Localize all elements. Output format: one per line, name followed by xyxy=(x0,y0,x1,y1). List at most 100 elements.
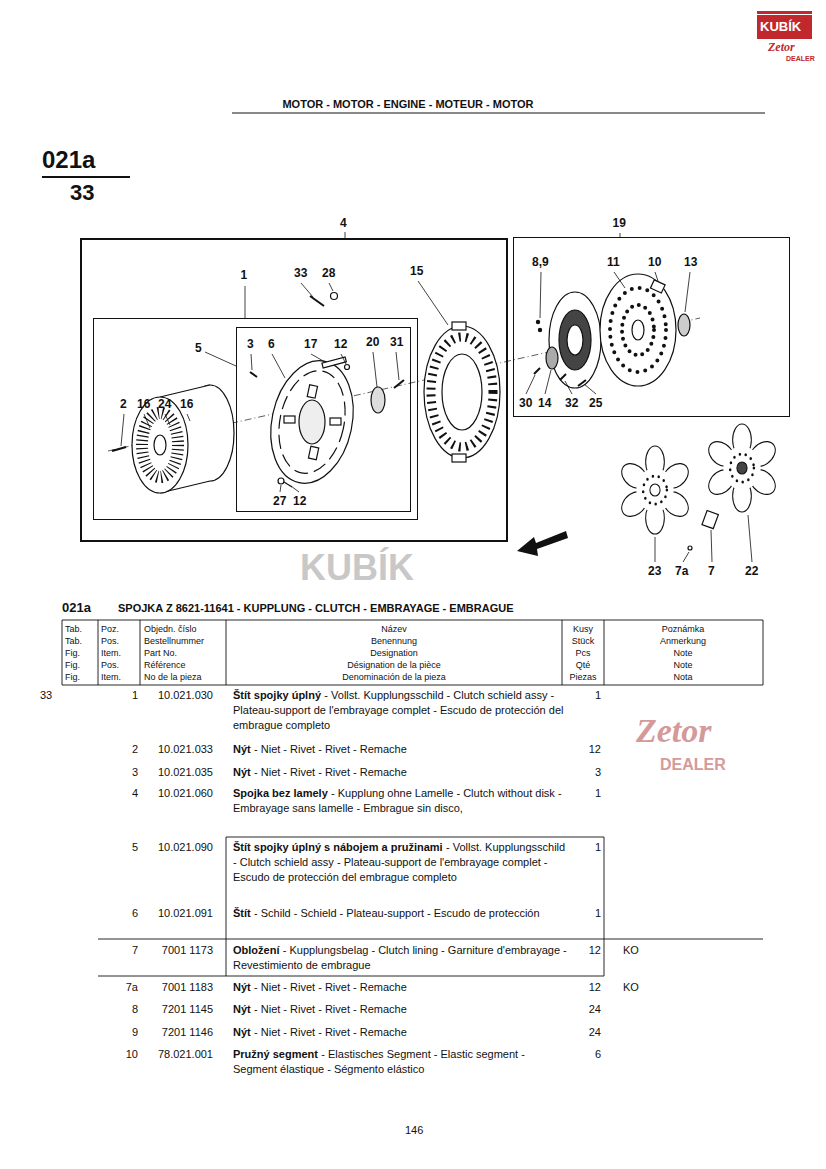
label-box: 3 xyxy=(132,765,138,780)
leader-line xyxy=(685,272,690,312)
label-box: Štít spojky úplný s nábojem a pružinami-… xyxy=(233,840,568,885)
label-box: 14 xyxy=(538,396,551,410)
part-description: - Schild - Schield - Plateau-support - E… xyxy=(254,907,540,919)
callout-number: 5 xyxy=(195,341,202,355)
watermark: DEALER xyxy=(660,756,726,773)
label-box: 10.021.091 xyxy=(158,906,213,921)
part-name: Spojka bez lamely xyxy=(233,787,328,799)
clutch-disc xyxy=(536,320,539,323)
callout-number: 12 xyxy=(334,337,347,351)
table-rule xyxy=(98,939,763,940)
clutch-shield xyxy=(284,416,295,423)
clutch-shield xyxy=(310,296,324,306)
label-box: 12 xyxy=(589,943,601,958)
column-header: Fig. xyxy=(65,660,80,670)
label-box: 5 xyxy=(132,840,138,855)
leader-line xyxy=(655,272,658,281)
label-box: Fig. xyxy=(65,648,80,659)
callout-number: 7a xyxy=(675,564,688,578)
label-box: 10.021.033 xyxy=(158,742,213,757)
table-rule xyxy=(226,837,227,976)
label-box: 7201 1146 xyxy=(162,1025,213,1040)
column-header: Fig. xyxy=(65,672,80,682)
leader-line xyxy=(683,552,689,562)
label-box: 17 xyxy=(304,337,317,351)
label-box: 1 xyxy=(595,906,601,921)
quantity: 12 xyxy=(589,981,601,993)
section-number: 021a xyxy=(42,146,95,173)
logo-text: Zetor xyxy=(768,40,795,54)
item-number: 7a xyxy=(126,981,138,993)
label-box: 7001 1173 xyxy=(162,943,213,958)
part-name: Štít spojky úplný xyxy=(233,689,321,701)
column-header: Objedn. číslo xyxy=(144,624,197,634)
pressure-plate-drum xyxy=(112,447,126,451)
label-box: 6 xyxy=(595,1047,601,1062)
pressure-plate-drum xyxy=(142,413,178,477)
leader-line xyxy=(291,486,299,492)
clutch-disc xyxy=(600,274,676,386)
clutch-shield xyxy=(278,478,284,484)
callout-number: 22 xyxy=(745,564,758,578)
label-box: KO xyxy=(623,980,639,995)
label-box: 78.021.001 xyxy=(158,1047,213,1062)
clutch-shield xyxy=(371,387,385,413)
group-frame: 5 xyxy=(236,327,411,512)
label-box: Zetor xyxy=(768,40,795,54)
part-number: 10.021.090 xyxy=(158,841,213,853)
label-box: Anmerkung xyxy=(608,636,758,647)
clutch-disc xyxy=(622,305,654,355)
item-number: 3 xyxy=(132,766,138,778)
label-box: 7a xyxy=(126,980,138,995)
label-box: 021a xyxy=(42,146,95,174)
leader-line xyxy=(280,485,281,492)
part-name: Štít xyxy=(233,907,251,919)
table-rule xyxy=(140,620,141,685)
leader-line xyxy=(748,515,752,562)
label-box: 7 xyxy=(708,564,715,578)
label-box: Référence xyxy=(144,660,186,671)
leader-line xyxy=(418,281,448,325)
clutch-disc xyxy=(534,274,690,388)
label-box: 24 xyxy=(589,1025,601,1040)
column-header: Tab. xyxy=(65,636,82,646)
label-box: DEALER xyxy=(660,756,726,774)
label-box: 12 xyxy=(589,980,601,995)
item-number: 6 xyxy=(132,907,138,919)
column-header: Pcs xyxy=(575,648,590,658)
column-header: Designation xyxy=(370,648,418,658)
table-rule xyxy=(62,620,63,685)
label-box: Qté xyxy=(563,660,603,671)
leader-line xyxy=(373,352,377,387)
table-rule xyxy=(62,685,763,686)
callout-number: 19 xyxy=(613,216,626,230)
part-number: 10.021.035 xyxy=(158,766,213,778)
label-box: Nota xyxy=(608,672,758,683)
part-name: Nýt xyxy=(233,981,251,993)
leader-line xyxy=(251,354,252,370)
callout-number: 11 xyxy=(607,255,620,269)
clutch-cover xyxy=(452,322,466,330)
label-box: KUBÍK xyxy=(760,19,801,34)
label-box: 9 xyxy=(132,1025,138,1040)
logo-block xyxy=(757,11,812,39)
clutch-disc xyxy=(610,288,666,372)
label-box: 16 xyxy=(137,397,150,411)
column-header: No de la pieza xyxy=(144,672,202,682)
label-box: 6 xyxy=(132,906,138,921)
column-header: Stück xyxy=(572,636,595,646)
callout-number: 10 xyxy=(648,255,661,269)
callout-number: 16 xyxy=(180,397,193,411)
label-box: Piezas xyxy=(563,672,603,683)
label-box: Nýt- Niet - Rivet - Rivet - Remache xyxy=(233,1002,568,1017)
callout-number: 32 xyxy=(565,396,578,410)
pressure-plate-drum xyxy=(132,397,188,493)
clutch-cover xyxy=(431,337,493,447)
clutch-disc xyxy=(546,347,558,369)
label-box: Spojka bez lamely- Kupplung ohne Lamelle… xyxy=(233,786,568,816)
label-box: No de la pieza xyxy=(144,672,202,683)
callout-number: 31 xyxy=(390,335,403,349)
clutch-shield xyxy=(308,446,318,459)
leader-line xyxy=(711,530,712,562)
